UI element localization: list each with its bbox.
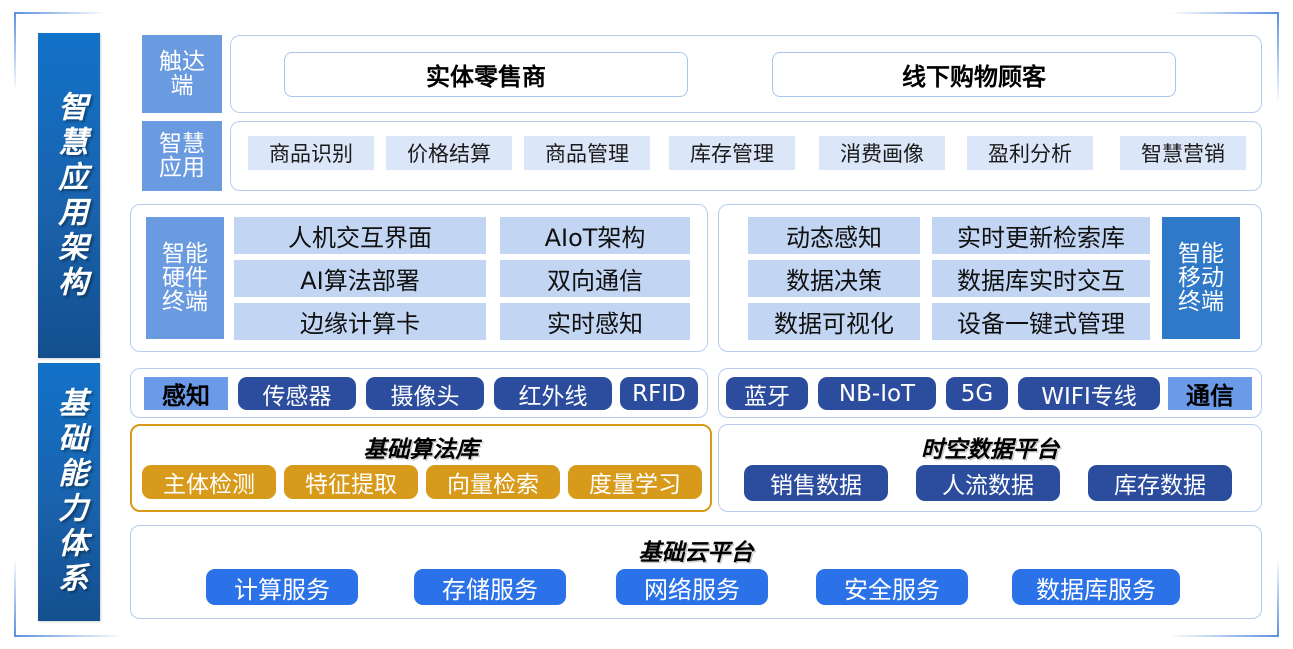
section-label-smart-app: 智慧应用 xyxy=(142,121,222,191)
cloud-item-database-service[interactable]: 数据库服务 xyxy=(1012,569,1180,605)
mobile-item-one-click-device-management[interactable]: 设备一键式管理 xyxy=(932,303,1150,340)
mobile-item-data-visualization[interactable]: 数据可视化 xyxy=(748,303,920,340)
communication-item-5g[interactable]: 5G xyxy=(946,377,1008,410)
cloud-item-security-service[interactable]: 安全服务 xyxy=(816,569,968,605)
rail-app-architecture-label: 智慧应用架构 xyxy=(52,90,88,301)
sensing-item-infrared[interactable]: 红外线 xyxy=(494,377,612,410)
algorithm-item-vector-retrieval[interactable]: 向量检索 xyxy=(426,465,560,499)
smart-app-item-consumer-profile[interactable]: 消费画像 xyxy=(819,136,945,170)
communication-item-wifi-line[interactable]: WIFI专线 xyxy=(1018,377,1160,410)
algorithm-item-feature-extraction[interactable]: 特征提取 xyxy=(284,465,418,499)
communication-item-nbiot[interactable]: NB-IoT xyxy=(818,377,936,410)
mobile-item-realtime-index-update[interactable]: 实时更新检索库 xyxy=(932,217,1150,254)
section-label-reach: 触达端 xyxy=(142,35,222,113)
smart-app-item-product-management[interactable]: 商品管理 xyxy=(524,136,650,170)
communication-item-bluetooth[interactable]: 蓝牙 xyxy=(726,377,808,410)
spatiotemporal-item-inventory-data[interactable]: 库存数据 xyxy=(1088,465,1232,501)
smart-app-item-profit-analysis[interactable]: 盈利分析 xyxy=(967,136,1093,170)
smart-app-item-product-recognition[interactable]: 商品识别 xyxy=(248,136,374,170)
smart-app-item-smart-marketing[interactable]: 智慧营销 xyxy=(1120,136,1246,170)
cloud-platform-title: 基础云平台 xyxy=(638,540,754,566)
mobile-item-data-decision[interactable]: 数据决策 xyxy=(748,260,920,297)
algorithm-library-title: 基础算法库 xyxy=(363,437,479,463)
hardware-item-aiot-architecture[interactable]: AIoT架构 xyxy=(500,217,690,254)
hardware-item-two-way-communication[interactable]: 双向通信 xyxy=(500,260,690,297)
spatiotemporal-item-sales-data[interactable]: 销售数据 xyxy=(744,465,888,501)
hardware-item-ai-algorithm-deploy[interactable]: AI算法部署 xyxy=(234,260,486,297)
sensing-flag: 感知 xyxy=(144,377,228,410)
sensing-item-sensor[interactable]: 传感器 xyxy=(238,377,356,410)
hardware-item-hmi[interactable]: 人机交互界面 xyxy=(234,217,486,254)
cloud-item-network-service[interactable]: 网络服务 xyxy=(616,569,768,605)
mobile-item-database-realtime-interaction[interactable]: 数据库实时交互 xyxy=(932,260,1150,297)
sensing-item-camera[interactable]: 摄像头 xyxy=(366,377,484,410)
section-label-mobile-terminal: 智能移动终端 xyxy=(1162,217,1240,339)
cloud-item-compute-service[interactable]: 计算服务 xyxy=(206,569,358,605)
rail-capability-system-label: 基础能力体系 xyxy=(52,387,88,597)
hardware-item-realtime-sensing[interactable]: 实时感知 xyxy=(500,303,690,340)
algorithm-item-object-detection[interactable]: 主体检测 xyxy=(142,465,276,499)
communication-flag: 通信 xyxy=(1168,377,1252,410)
rail-app-architecture: 智慧应用架构 xyxy=(38,33,100,358)
spatiotemporal-platform-title: 时空数据平台 xyxy=(921,437,1059,463)
reach-box-customer[interactable]: 线下购物顾客 xyxy=(772,52,1176,97)
smart-app-item-price-settlement[interactable]: 价格结算 xyxy=(386,136,512,170)
spatiotemporal-item-foot-traffic-data[interactable]: 人流数据 xyxy=(916,465,1060,501)
cloud-item-storage-service[interactable]: 存储服务 xyxy=(414,569,566,605)
rail-capability-system: 基础能力体系 xyxy=(38,363,100,621)
smart-app-item-inventory-management[interactable]: 库存管理 xyxy=(669,136,795,170)
mobile-item-dynamic-sensing[interactable]: 动态感知 xyxy=(748,217,920,254)
sensing-item-rfid[interactable]: RFID xyxy=(620,377,698,410)
hardware-item-edge-compute-card[interactable]: 边缘计算卡 xyxy=(234,303,486,340)
reach-box-retailer[interactable]: 实体零售商 xyxy=(284,52,688,97)
algorithm-item-metric-learning[interactable]: 度量学习 xyxy=(568,465,702,499)
section-label-hardware-terminal: 智能硬件终端 xyxy=(146,217,224,339)
